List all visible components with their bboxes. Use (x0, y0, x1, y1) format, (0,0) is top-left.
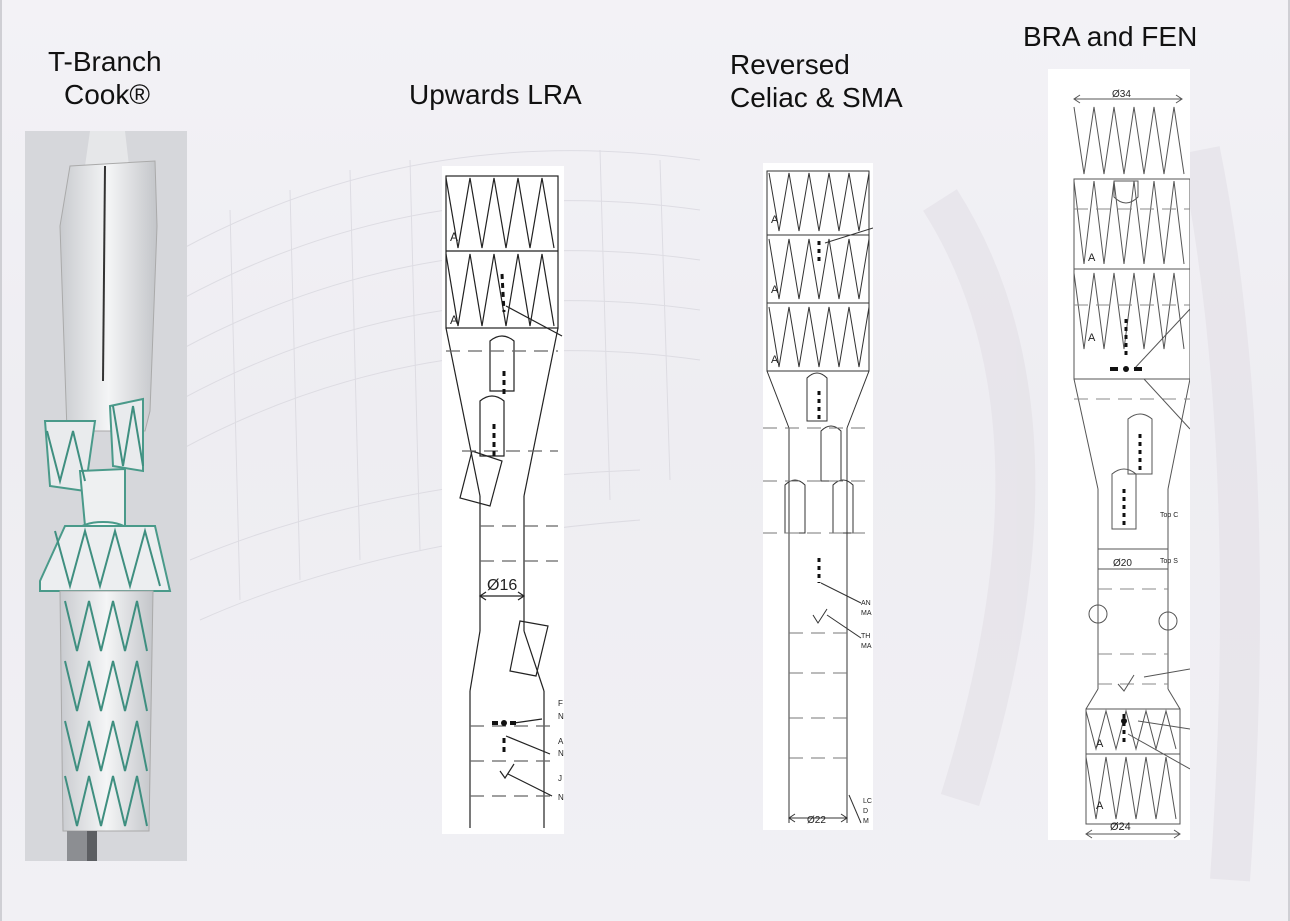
bra-section-mark-1: A (1088, 252, 1096, 264)
bra-note-top-s: Top S (1160, 558, 1178, 565)
bra-diameter-mid: Ø20 (1113, 558, 1132, 569)
reversed-section-mark-3: A (771, 354, 779, 366)
caption-tbranch-line1: T-Branch (48, 46, 162, 77)
caption-tbranch-line2: Cook® (64, 79, 150, 110)
bra-diameter-top: Ø34 (1112, 89, 1131, 100)
reversed-celiac-sma-drawing: A A A Ø22 AN MA TH MA LC D M (763, 163, 873, 830)
reversed-callout-3b: D (863, 808, 868, 815)
upwards-callout-2: A (558, 737, 564, 746)
bra-diameter-bottom: Ø24 (1110, 821, 1131, 833)
bra-section-mark-4: A (1096, 800, 1104, 812)
reversed-callout-3: LC (863, 798, 872, 805)
upwards-callout-2b: N (558, 749, 564, 758)
upwards-callout-1b: N (558, 712, 564, 721)
bra-note-top-c: Top C (1160, 512, 1178, 519)
upwards-callout-1: F (558, 699, 563, 708)
tbranch-device-image (25, 131, 187, 861)
reversed-callout-3c: M (863, 818, 869, 825)
caption-reversed-line2: Celiac & SMA (730, 82, 903, 113)
reversed-callout-1: AN (861, 600, 871, 607)
caption-upwards: Upwards LRA (409, 78, 582, 111)
reversed-section-mark-2: A (771, 284, 779, 296)
reversed-callout-1b: MA (861, 610, 872, 617)
bra-section-mark-3: A (1096, 738, 1104, 750)
caption-upwards-line1: Upwards LRA (409, 79, 582, 110)
upwards-section-mark-bottom: A (450, 313, 458, 327)
reversed-callout-2b: MA (861, 643, 872, 650)
reversed-callout-2: TH (861, 633, 870, 640)
caption-tbranch: T-Branch Cook® (48, 45, 162, 111)
upwards-section-mark-top: A (450, 230, 458, 244)
caption-reversed-line1: Reversed (730, 49, 850, 80)
caption-bra: BRA and FEN (1023, 20, 1197, 53)
upwards-callout-3: J (558, 774, 562, 783)
caption-bra-line1: BRA and FEN (1023, 21, 1198, 52)
upwards-callout-4: N (558, 793, 564, 802)
caption-reversed: Reversed Celiac & SMA (730, 48, 903, 114)
upwards-lra-drawing: A A Ø16 F N A N J N (442, 166, 564, 834)
bra-fen-drawing: Ø34 Ø20 Ø24 A A A A Top C Top S (1048, 69, 1190, 840)
upwards-diameter-label: Ø16 (487, 577, 517, 594)
bra-section-mark-2: A (1088, 332, 1096, 344)
reversed-diameter-label: Ø22 (807, 815, 826, 826)
reversed-section-mark-1: A (771, 214, 779, 226)
